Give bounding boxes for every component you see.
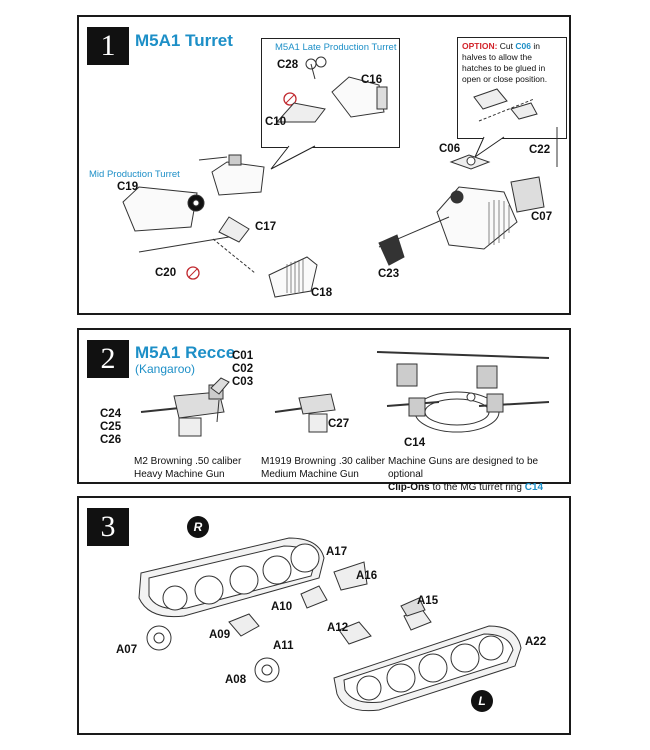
label-c17: C17 bbox=[255, 221, 277, 233]
m2-caption-line2: Heavy Machine Gun bbox=[134, 469, 225, 480]
machine-gun-drawing bbox=[140, 351, 550, 437]
right-side-badge: R bbox=[187, 516, 209, 538]
label-a11: A11 bbox=[273, 640, 294, 652]
label-c27: C27 bbox=[328, 418, 350, 430]
option-part: C06 bbox=[515, 41, 531, 51]
step-1-panel: 1 M5A1 Turret M5A1 Late Production Turre… bbox=[77, 15, 571, 315]
late-callout-pointer bbox=[270, 145, 316, 170]
step-1-title: M5A1 Turret bbox=[135, 31, 233, 50]
label-c22: C22 bbox=[529, 144, 551, 156]
m2-caption: M2 Browning .50 caliber Heavy Machine Gu… bbox=[134, 455, 241, 481]
label-c16: C16 bbox=[361, 74, 383, 86]
label-a12: A12 bbox=[327, 622, 349, 634]
clip-on-caption-line1: Machine Guns are designed to be optional bbox=[388, 456, 539, 480]
label-a17: A17 bbox=[326, 546, 348, 558]
label-c01: C01 bbox=[232, 350, 254, 362]
m1919-caption-line1: M1919 Browning .30 caliber bbox=[261, 456, 385, 467]
label-c26: C26 bbox=[100, 434, 122, 446]
label-c06: C06 bbox=[439, 143, 461, 155]
label-c28: C28 bbox=[277, 59, 299, 71]
label-c24: C24 bbox=[100, 408, 122, 420]
m1919-caption-line2: Medium Machine Gun bbox=[261, 469, 359, 480]
label-c02: C02 bbox=[232, 363, 254, 375]
label-a10: A10 bbox=[271, 601, 293, 613]
label-c10: C10 bbox=[265, 116, 287, 128]
step-3-panel: 3 R L A17 A16 A10 A15 A12 A07 A09 A1 bbox=[77, 496, 571, 735]
label-c03: C03 bbox=[232, 376, 254, 388]
step-2-title: M5A1 Recce bbox=[135, 343, 236, 362]
label-a07: A07 bbox=[116, 644, 138, 656]
label-a08: A08 bbox=[225, 674, 247, 686]
step-number-3: 3 bbox=[87, 508, 129, 546]
label-a15: A15 bbox=[417, 595, 439, 607]
option-text-a: Cut bbox=[497, 41, 516, 51]
label-c19: C19 bbox=[117, 181, 139, 193]
label-a22: A22 bbox=[525, 636, 547, 648]
option-callout bbox=[457, 37, 567, 139]
step-2-subtitle: (Kangaroo) bbox=[135, 362, 196, 376]
m2-caption-line1: M2 Browning .50 caliber bbox=[134, 456, 242, 467]
turret-assembly-drawing bbox=[122, 56, 558, 298]
option-prefix: OPTION: bbox=[462, 41, 498, 51]
label-c23: C23 bbox=[378, 268, 400, 280]
option-text: OPTION: Cut C06 in halves to allow the h… bbox=[462, 41, 562, 85]
step-number-1: 1 bbox=[87, 27, 129, 65]
clip-on-caption-line2: Clip-Ons to the MG turret ring C14 bbox=[388, 481, 569, 494]
label-c18: C18 bbox=[311, 287, 333, 299]
step-2-panel: 2 M5A1 Recce (Kangaroo) C01 C02 bbox=[77, 328, 571, 493]
clip-ons-text: Clip-Ons bbox=[388, 482, 430, 493]
left-side-badge: L bbox=[471, 690, 493, 712]
label-a09: A09 bbox=[209, 629, 231, 641]
option-text-b: in halves to allow the hatches to be glu… bbox=[462, 41, 548, 84]
label-c20: C20 bbox=[155, 267, 177, 279]
clip-on-mid: to the MG turret ring bbox=[429, 482, 525, 493]
clip-on-part: C14 bbox=[524, 482, 544, 493]
clip-on-caption: Machine Guns are designed to be optional… bbox=[388, 455, 569, 494]
label-c14: C14 bbox=[404, 437, 426, 449]
track-assembly-drawing bbox=[138, 537, 522, 712]
step-number-2: 2 bbox=[87, 340, 129, 378]
m1919-caption: M1919 Browning .30 caliber Medium Machin… bbox=[261, 455, 385, 481]
late-production-title: M5A1 Late Production Turret bbox=[275, 42, 397, 53]
label-c07: C07 bbox=[531, 211, 553, 223]
label-a16: A16 bbox=[356, 570, 378, 582]
label-c25: C25 bbox=[100, 421, 122, 433]
mid-production-title: Mid Production Turret bbox=[89, 169, 180, 180]
